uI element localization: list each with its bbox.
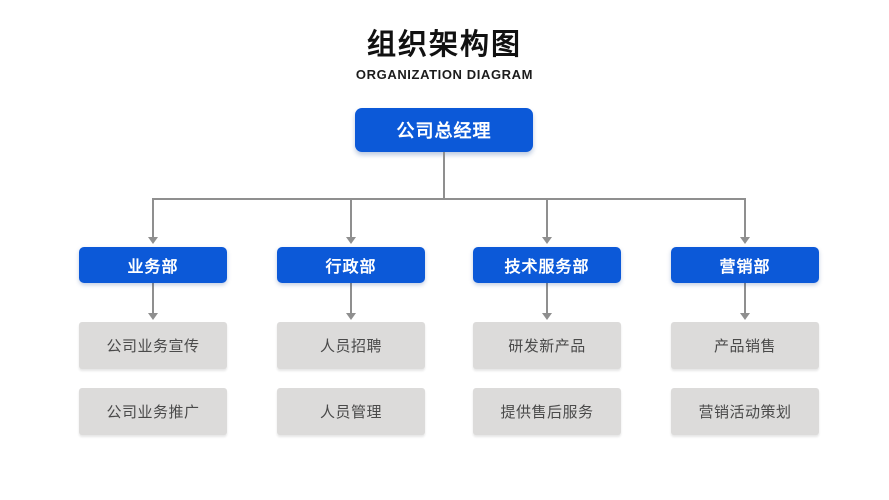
root-node-general-manager: 公司总经理 bbox=[355, 108, 533, 152]
connector-arrow-to-dept-1 bbox=[148, 199, 158, 244]
dept-node-marketing: 营销部 bbox=[671, 247, 819, 283]
connector-arrow-to-dept-4 bbox=[740, 199, 750, 244]
connector-arrow-dept-2-to-items bbox=[346, 283, 356, 320]
item-node: 营销活动策划 bbox=[671, 388, 819, 435]
diagram-title: 组织架构图 bbox=[366, 29, 522, 61]
item-node: 人员招聘 bbox=[277, 322, 425, 369]
connector-arrow-dept-1-to-items bbox=[148, 283, 158, 320]
connector-horizontal-rail bbox=[152, 198, 746, 200]
diagram-header: 组织架构图 ORGANIZATION DIAGRAM bbox=[0, 29, 889, 82]
connector-arrow-to-dept-3 bbox=[542, 199, 552, 244]
item-node: 公司业务推广 bbox=[79, 388, 227, 435]
item-node: 研发新产品 bbox=[473, 322, 621, 369]
dept-node-administration: 行政部 bbox=[277, 247, 425, 283]
item-node: 产品销售 bbox=[671, 322, 819, 369]
diagram-subtitle: ORGANIZATION DIAGRAM bbox=[355, 66, 534, 82]
connector-root-stem bbox=[443, 152, 445, 199]
item-node: 公司业务宣传 bbox=[79, 322, 227, 369]
dept-node-business: 业务部 bbox=[79, 247, 227, 283]
connector-arrow-to-dept-2 bbox=[346, 199, 356, 244]
connector-arrow-dept-3-to-items bbox=[542, 283, 552, 320]
item-node: 提供售后服务 bbox=[473, 388, 621, 435]
connector-arrow-dept-4-to-items bbox=[740, 283, 750, 320]
item-node: 人员管理 bbox=[277, 388, 425, 435]
dept-node-technical-service: 技术服务部 bbox=[473, 247, 621, 283]
